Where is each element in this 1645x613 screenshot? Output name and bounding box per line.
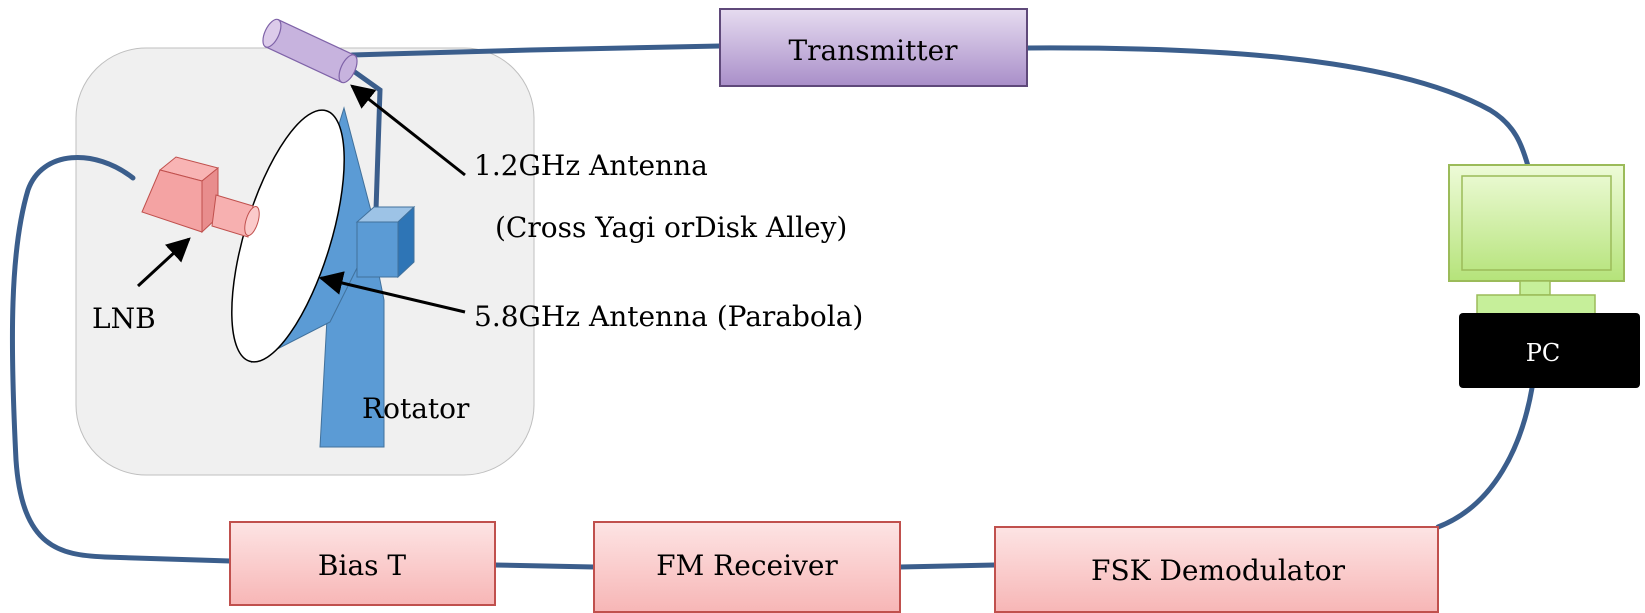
fm-receiver-box: FM Receiver (593, 521, 901, 613)
transmitter-label: Transmitter (788, 34, 958, 67)
rotator-box (355, 205, 416, 279)
cable-transmitter-to-antenna (349, 43, 723, 58)
label-rotator: Rotator (362, 392, 470, 425)
fsk-demodulator-box: FSK Demodulator (994, 526, 1439, 613)
pc-monitor-neck (1519, 280, 1551, 296)
pc-monitor-stand (1476, 294, 1596, 317)
bias-t-label: Bias T (318, 549, 406, 582)
label-1-2ghz-antenna: 1.2GHz Antenna (474, 149, 708, 182)
transmitter-box: Transmitter (719, 8, 1028, 87)
fsk-demodulator-label: FSK Demodulator (1091, 554, 1346, 587)
cable-fm-to-biast (492, 562, 597, 570)
lnb-device (141, 156, 260, 238)
label-lnb: LNB (92, 302, 156, 335)
arrow-5-8ghz (318, 271, 466, 314)
bias-t-box: Bias T (229, 521, 496, 606)
yagi-antenna (262, 18, 358, 84)
cable-antenna-feed (349, 67, 383, 213)
cable-fsk-to-fm (897, 562, 998, 570)
cables (9, 43, 1535, 570)
arrow-1-2ghz (350, 84, 466, 177)
label-antenna-note: (Cross Yagi orDisk Alley) (495, 211, 847, 244)
fm-receiver-label: FM Receiver (656, 549, 838, 582)
label-5-8ghz-antenna: 5.8GHz Antenna (Parabola) (474, 300, 863, 333)
pc-label: PC (1526, 339, 1561, 367)
arrow-lnb (136, 237, 191, 288)
pc-base (1459, 313, 1640, 388)
pc-monitor (1448, 164, 1625, 282)
cable-biast-to-lnb (9, 155, 233, 564)
cable-pc-to-fsk (1435, 385, 1535, 530)
cable-transmitter-to-pc (1024, 45, 1531, 169)
pc-computer: PC (1448, 164, 1640, 388)
